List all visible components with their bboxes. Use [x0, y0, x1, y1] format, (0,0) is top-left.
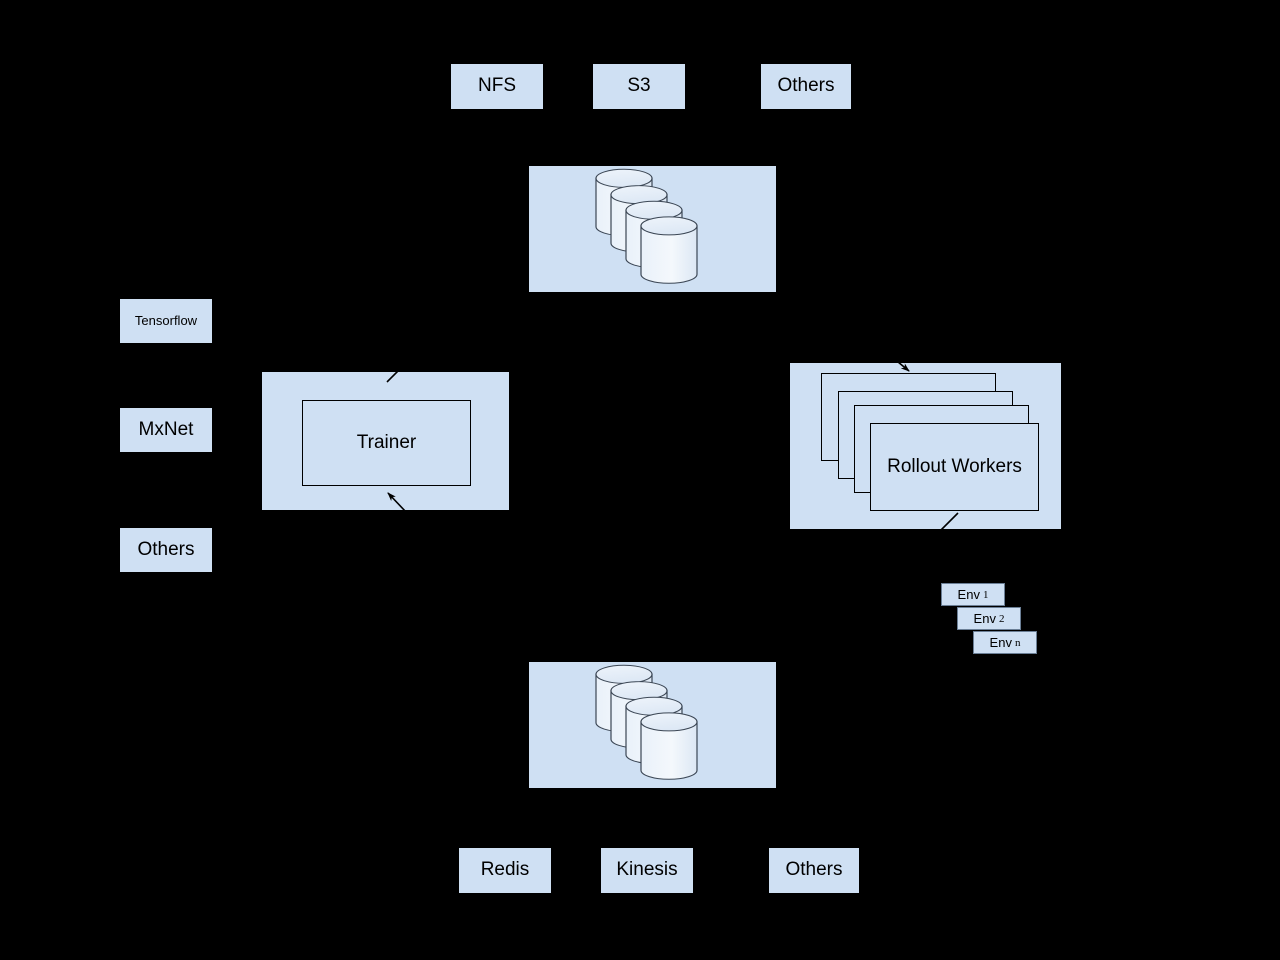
rollout-workers-box[interactable]: Rollout Workers: [870, 423, 1039, 511]
rollout-workers-box-label: Rollout Workers: [887, 456, 1022, 477]
env-box-1-word: Env: [957, 587, 980, 602]
source-box-others-top-label: Others: [777, 75, 835, 97]
env-box-2[interactable]: Env 2: [957, 607, 1021, 630]
env-box-n-number: n: [1014, 636, 1021, 649]
framework-box-tensorflow-label: Tensorflow: [134, 312, 198, 328]
source-box-kinesis[interactable]: Kinesis: [601, 848, 693, 893]
source-box-s3[interactable]: S3: [593, 64, 685, 109]
framework-box-others-label: Others: [137, 538, 195, 560]
env-box-n[interactable]: Env n: [973, 631, 1037, 654]
framework-box-others[interactable]: Others: [120, 528, 212, 572]
source-box-others-bottom-label: Others: [785, 859, 843, 881]
env-box-1-number: 1: [982, 588, 989, 601]
env-box-2-word: Env: [973, 611, 996, 626]
source-box-redis[interactable]: Redis: [459, 848, 551, 893]
framework-box-tensorflow[interactable]: Tensorflow: [120, 299, 212, 343]
env-box-2-number: 2: [998, 612, 1005, 625]
env-box-n-word: Env: [989, 635, 1012, 650]
source-box-nfs[interactable]: NFS: [451, 64, 543, 109]
storage-panel-bottom[interactable]: [529, 662, 776, 788]
source-box-kinesis-label: Kinesis: [616, 859, 678, 881]
env-box-1[interactable]: Env 1: [941, 583, 1005, 606]
source-box-others-bottom[interactable]: Others: [769, 848, 859, 893]
framework-box-mxnet-label: MxNet: [138, 418, 194, 440]
source-box-nfs-label: NFS: [478, 75, 516, 97]
source-box-others-top[interactable]: Others: [761, 64, 851, 109]
source-box-redis-label: Redis: [480, 859, 530, 881]
framework-box-mxnet[interactable]: MxNet: [120, 408, 212, 452]
trainer-box[interactable]: Trainer: [302, 400, 471, 486]
storage-panel-top[interactable]: [529, 166, 776, 292]
source-box-s3-label: S3: [627, 75, 651, 97]
trainer-box-label: Trainer: [356, 432, 417, 453]
